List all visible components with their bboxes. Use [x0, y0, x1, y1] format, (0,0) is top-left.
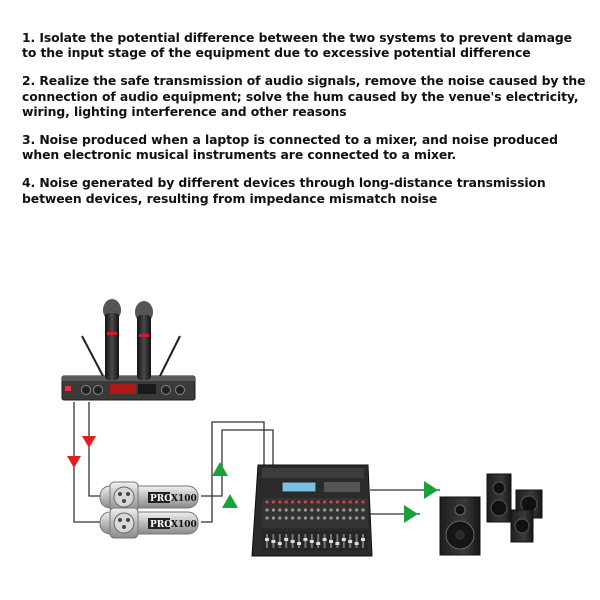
isolator-brand: PRO: [150, 494, 172, 504]
isolator-top: PRO X100: [99, 481, 199, 513]
speaker-mid: [510, 509, 534, 543]
paragraph-2: 2. Realize the safe transmission of audi…: [22, 73, 586, 119]
microphone-left: [103, 299, 121, 380]
speaker-large-front: [439, 496, 481, 556]
green-arrow-3: [424, 481, 438, 499]
green-arrow-2: [222, 494, 238, 508]
paragraph-1: 1. Isolate the potential difference betw…: [22, 30, 572, 61]
description-text: 1. Isolate the potential difference betw…: [22, 30, 587, 219]
isolator-brand: PRO: [150, 520, 172, 530]
green-arrow-1: [212, 462, 228, 476]
paragraph-4: 4. Noise generated by different devices …: [22, 175, 546, 206]
green-arrow-4: [404, 505, 418, 523]
wireless-receiver: [61, 335, 196, 401]
mixer-controls: [265, 500, 365, 548]
red-arrow-1: [82, 436, 96, 448]
isolator-model: X100: [171, 520, 197, 530]
speaker-tall: [486, 473, 512, 523]
microphone-right: [135, 301, 153, 380]
isolator-model: X100: [171, 494, 197, 504]
paragraph-3: 3. Noise produced when a laptop is conne…: [22, 132, 558, 163]
isolator-bottom: PRO X100: [99, 507, 199, 539]
red-arrow-2: [67, 456, 81, 468]
